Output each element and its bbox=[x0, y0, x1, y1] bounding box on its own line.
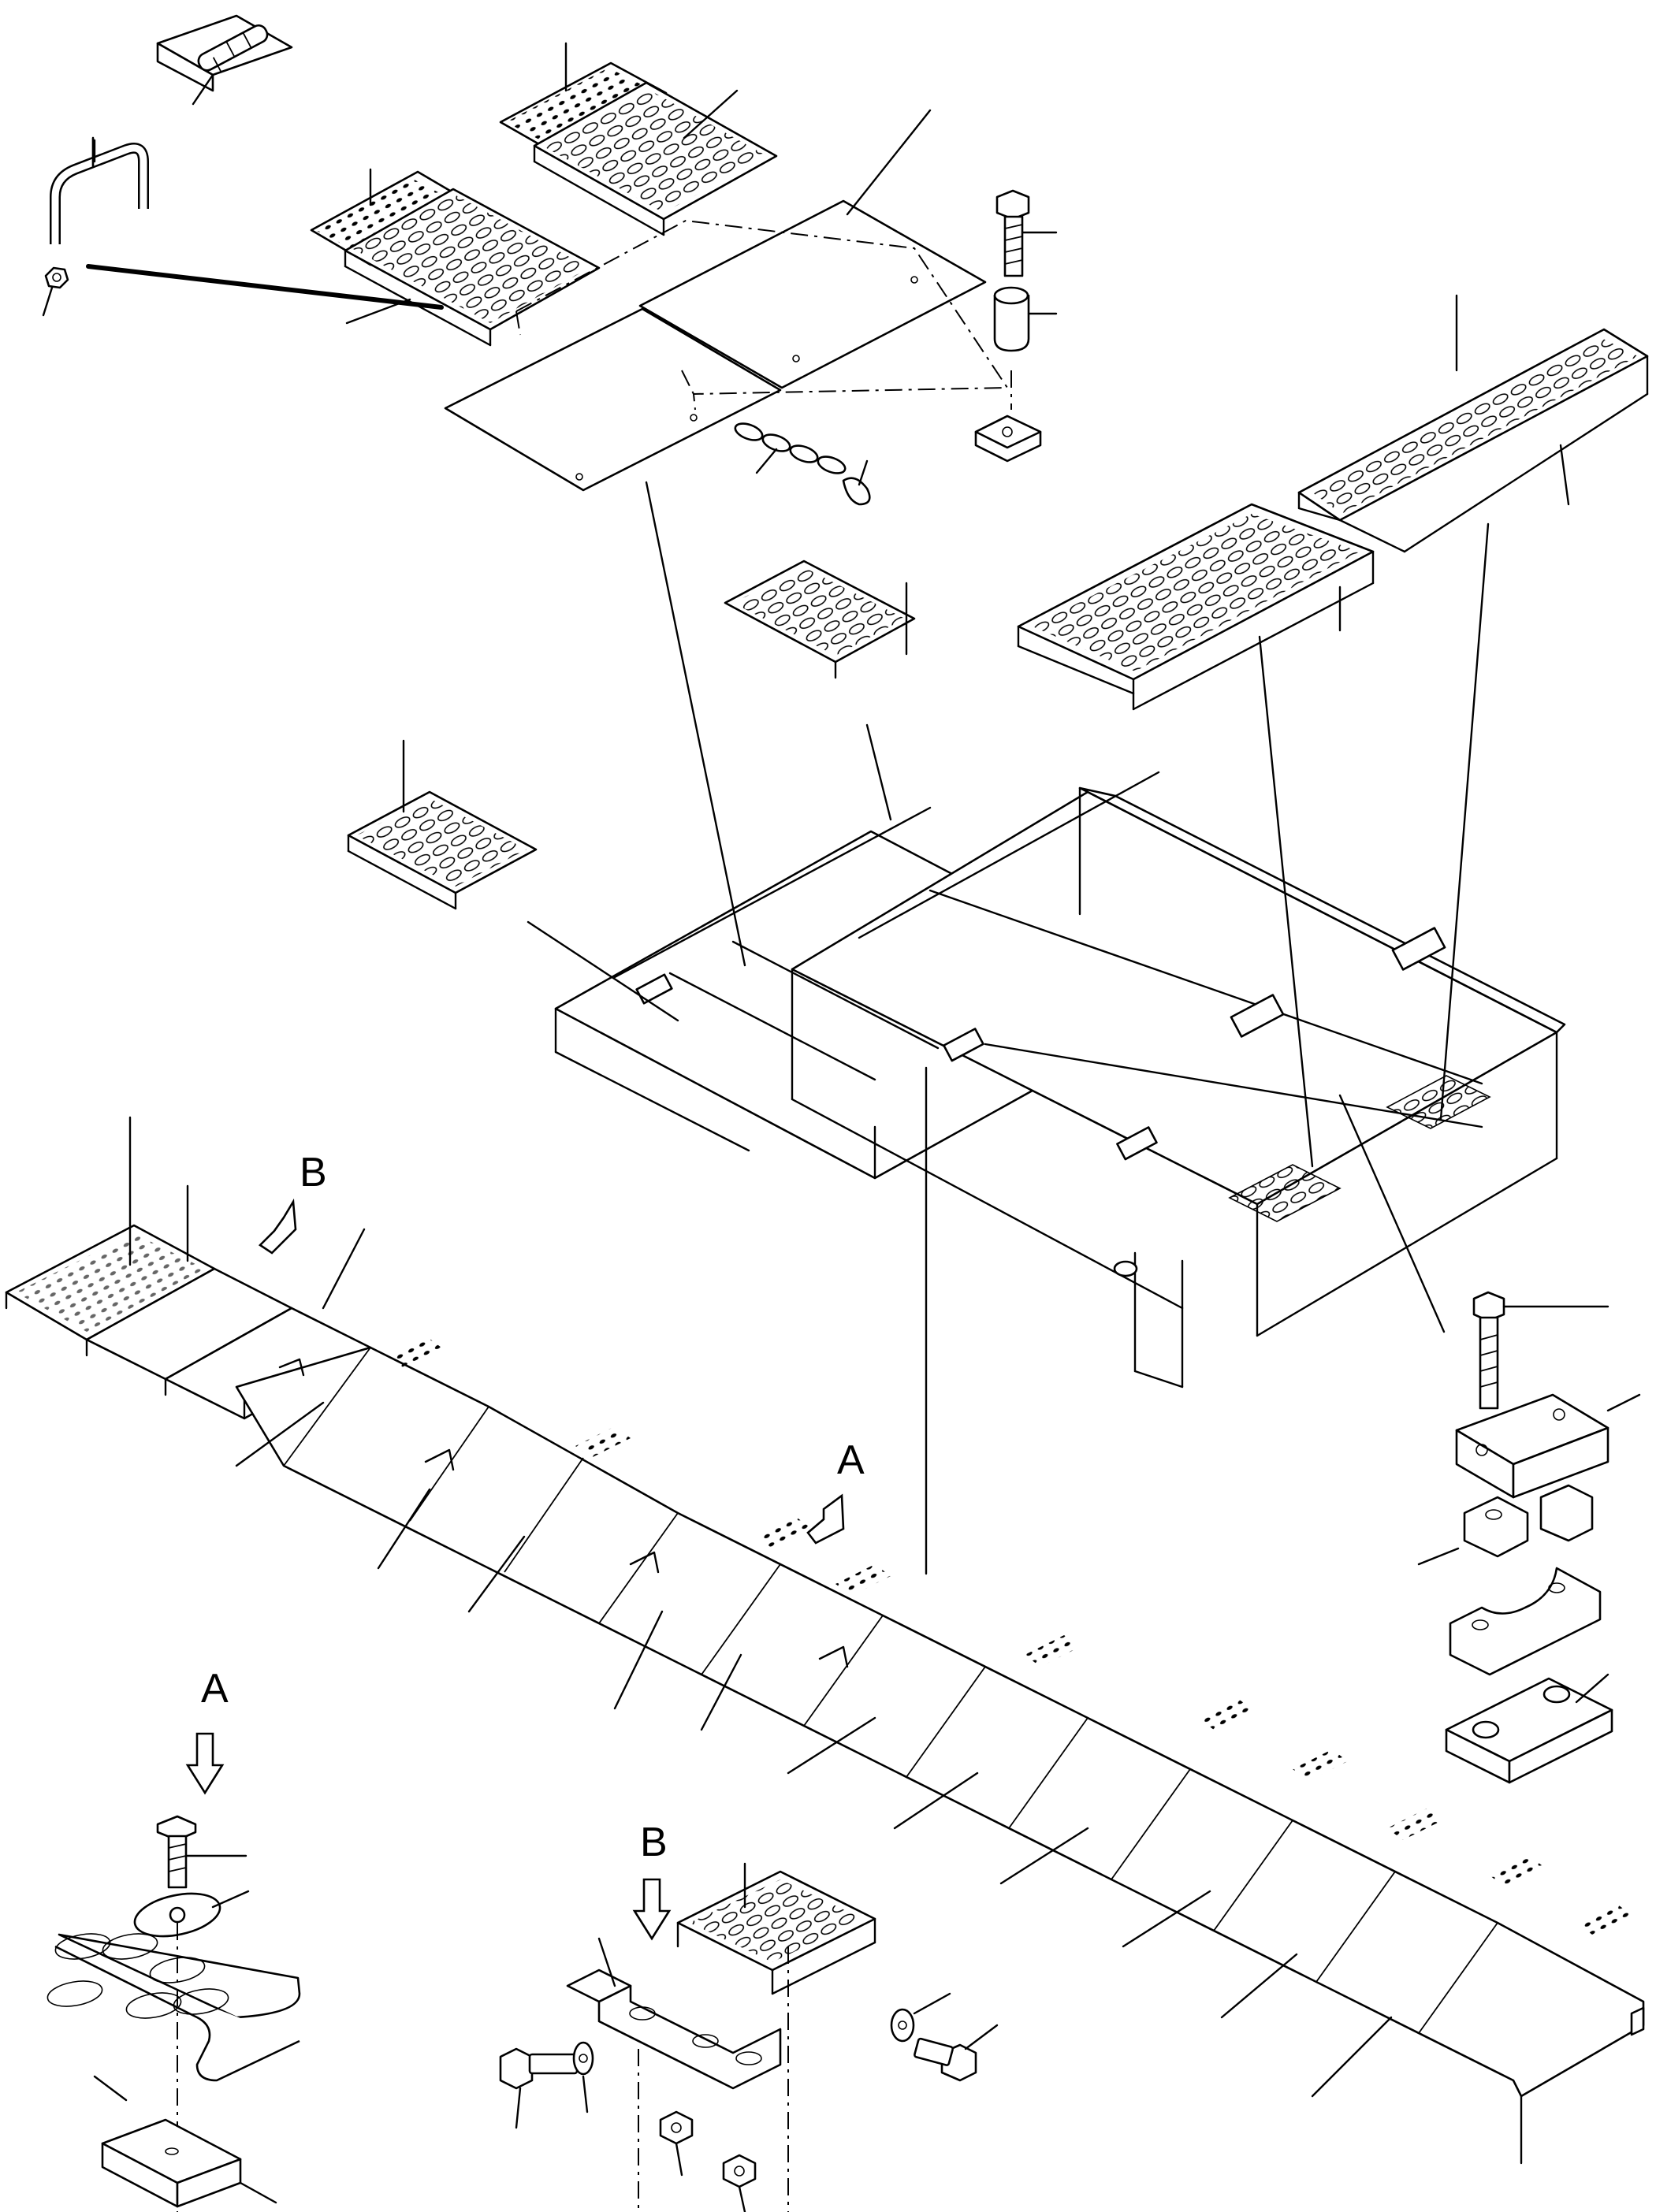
grating-small-left bbox=[347, 739, 538, 910]
detail-b: B bbox=[499, 1820, 999, 2212]
cover-plates bbox=[444, 109, 1009, 492]
detail-label-a: A bbox=[201, 1666, 229, 1712]
chain-and-hook bbox=[734, 422, 871, 506]
grating-small-middle bbox=[724, 560, 916, 679]
bolt-spacer-block bbox=[974, 189, 1058, 463]
view-arrow-b: B bbox=[258, 1150, 327, 1255]
main-frame bbox=[554, 771, 1566, 1575]
view-label-b: B bbox=[300, 1150, 327, 1195]
grating-upper-middle bbox=[499, 42, 778, 236]
detail-a: A bbox=[47, 1666, 301, 2212]
view-label-a: A bbox=[837, 1437, 865, 1483]
u-bolt-part bbox=[42, 136, 149, 317]
tray-right-lower bbox=[1017, 503, 1375, 711]
detail-label-b: B bbox=[640, 1820, 668, 1865]
walkway bbox=[5, 1116, 1645, 2165]
grating-upper-left bbox=[310, 168, 601, 347]
view-arrow-a: A bbox=[806, 1437, 865, 1545]
leader-lines bbox=[527, 481, 1490, 1333]
tray-right-upper bbox=[1297, 294, 1649, 553]
clamp-assembly bbox=[1417, 1291, 1641, 1784]
hinge-part bbox=[156, 14, 293, 106]
